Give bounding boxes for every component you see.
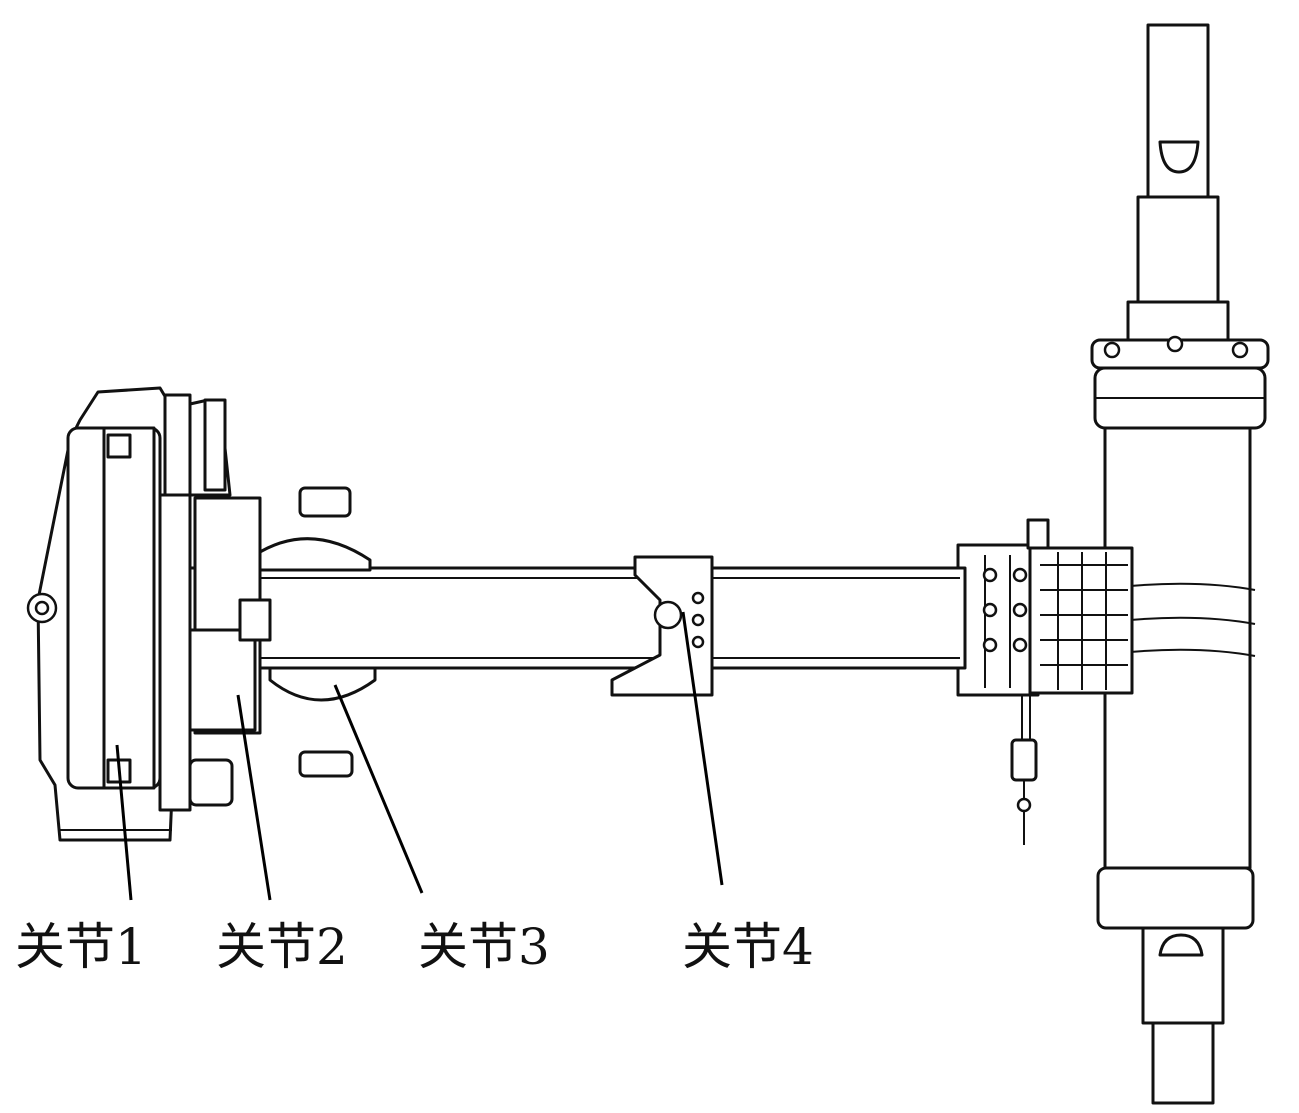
label-joint-3: 关节3 bbox=[418, 918, 550, 976]
upper-arm bbox=[188, 555, 967, 697]
label-joint-4: 关节4 bbox=[682, 918, 814, 976]
leader-joint-2 bbox=[236, 694, 272, 901]
rear-rods bbox=[1129, 582, 1256, 657]
joints-2-3 bbox=[183, 486, 377, 807]
joint-1-shoulder bbox=[26, 386, 232, 842]
leader-joint-4 bbox=[681, 611, 724, 886]
leader-joint-1 bbox=[115, 744, 133, 901]
joint-4-wrist bbox=[924, 518, 1134, 845]
label-joint-1: 关节1 bbox=[15, 918, 147, 976]
label-joint-2: 关节2 bbox=[216, 918, 348, 976]
leader-joint-3 bbox=[333, 684, 424, 894]
